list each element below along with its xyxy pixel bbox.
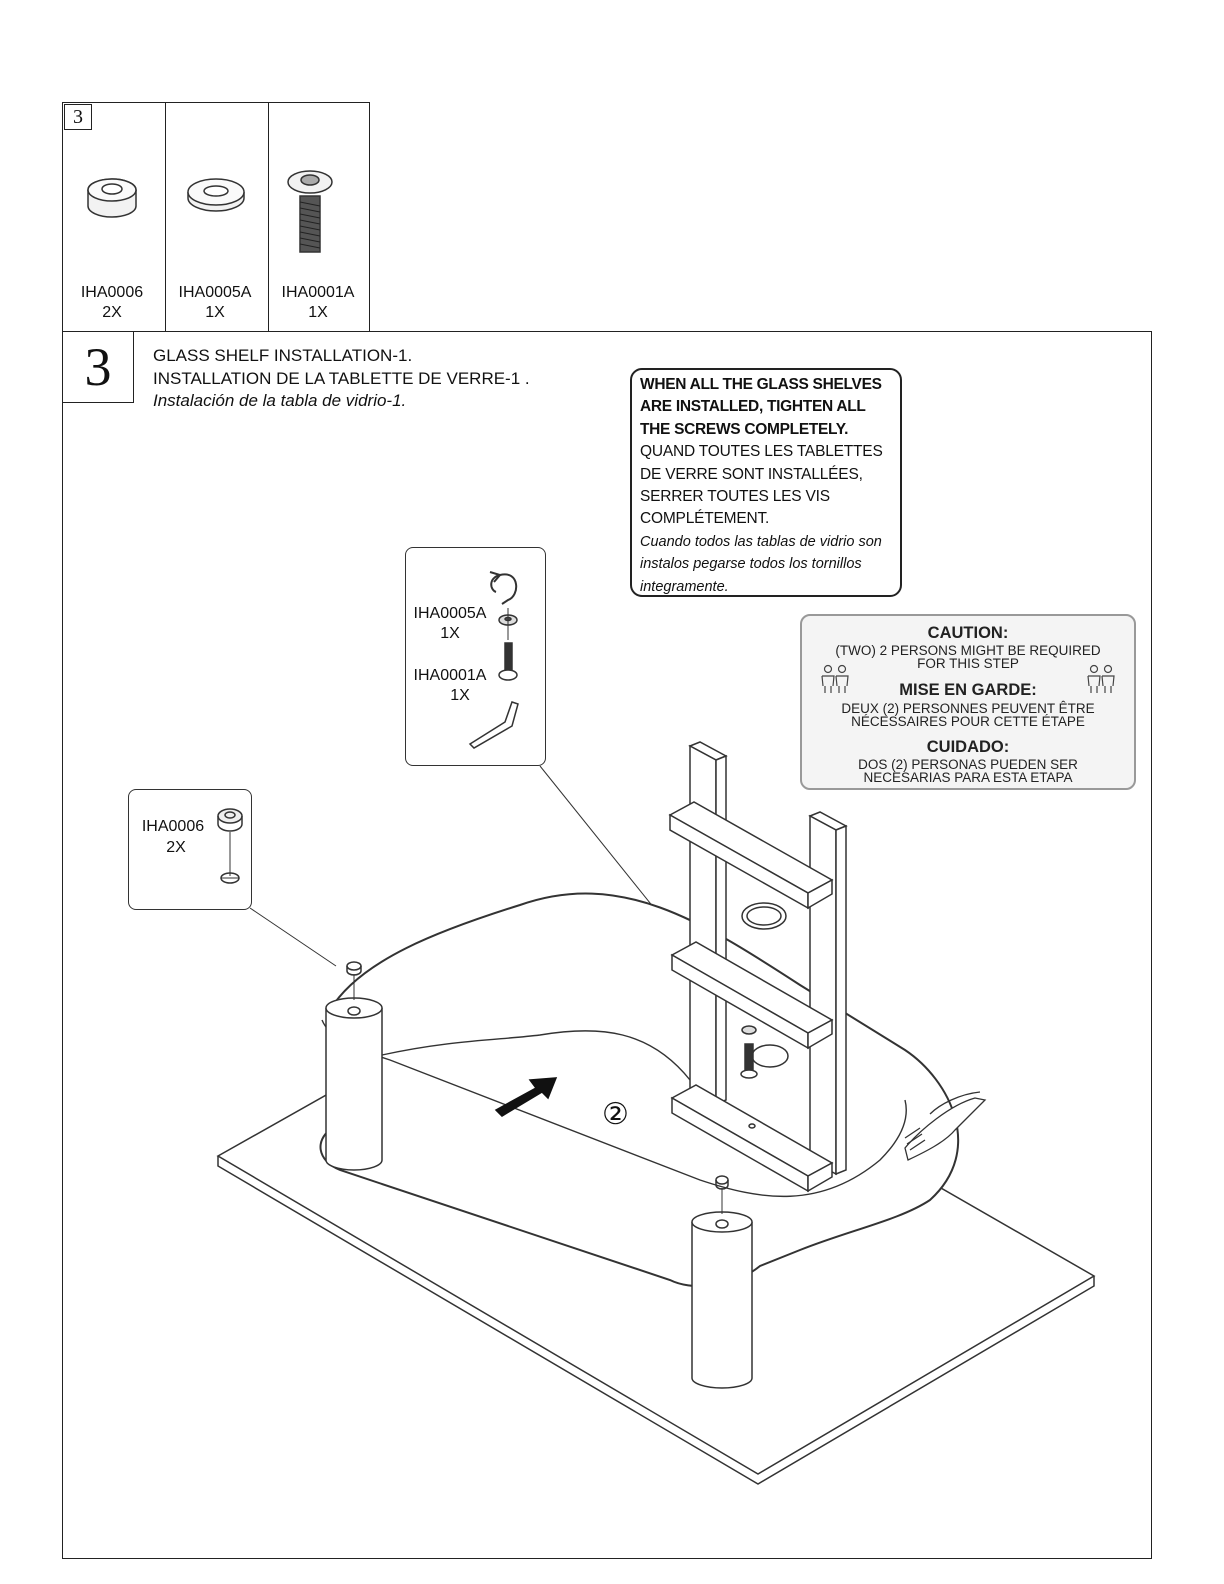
note-fr-line-2: DE VERRE SONT INSTALLÉES,: [640, 465, 863, 483]
left-leg: [325, 997, 383, 1171]
caution-head-es: CUIDADO:: [926, 738, 1010, 756]
glass-shelf-inner-curve: [381, 1030, 691, 1081]
callout-bolt-qty: 1X: [450, 687, 470, 704]
step-title-fr: INSTALLATION DE LA TABLETTE DE VERRE-1 .: [153, 369, 530, 388]
part-code-3: IHA0001A: [281, 284, 355, 301]
hand-icon: [904, 1091, 987, 1161]
callout-spacer-icon: [217, 808, 243, 884]
note-es-line-2: instalos pegarse todos los tornillos: [640, 556, 862, 573]
push-arrow-icon: [494, 1077, 558, 1117]
caution-body-fr-2: NÉCESSAIRES POUR CETTE ÉTAPE: [851, 714, 1085, 729]
step-title-es: Instalación de la tabla de vidrio-1.: [153, 391, 407, 410]
rotate-arrow-icon: [489, 571, 518, 605]
spacer-right: [715, 1175, 729, 1214]
note-fr-line-1: QUAND TOUTES LES TABLETTES: [640, 443, 883, 461]
step-title-en: GLASS SHELF INSTALLATION-1.: [153, 346, 413, 365]
two-persons-icon-right: [1087, 664, 1115, 693]
two-persons-icon: [821, 664, 849, 693]
callout-bolt-icon: [498, 642, 518, 681]
parts-col-2: [166, 103, 269, 331]
part-code-1: IHA0006: [80, 284, 144, 301]
upright-frame: [668, 741, 848, 1193]
callout-spacer-code: IHA0006: [141, 818, 205, 835]
note-en-line-3: THE SCREWS COMPLETELY.: [640, 420, 849, 438]
bolt-icon: [287, 170, 333, 253]
spacer-leader-line: [249, 907, 337, 967]
floor-board-edge: [217, 1156, 1095, 1485]
frame-screw: [740, 1025, 758, 1079]
step-frame: [62, 331, 1152, 1559]
caution-head-en: CAUTION:: [927, 624, 1009, 642]
callout-spacer-qty: 2X: [166, 839, 186, 856]
callout-washer-qty: 1X: [440, 625, 460, 642]
part-code-2: IHA0005A: [178, 284, 252, 301]
caution-body-es-2: NECESARIAS PARA ESTA ETAPA: [863, 770, 1073, 785]
caution-body-en-1: (TWO) 2 PERSONS MIGHT BE REQUIRED: [835, 643, 1101, 658]
caution-head-fr: MISE EN GARDE:: [899, 681, 1037, 699]
note-fr-line-3: SERRER TOUTES LES VIS: [640, 488, 830, 506]
caution-body-es-1: DOS (2) PERSONAS PUEDEN SER: [858, 757, 1078, 772]
caution-body-en-2: FOR THIS STEP: [917, 656, 1019, 671]
part-qty-3: 1X: [308, 304, 328, 321]
note-es-line-1: Cuando todos las tablas de vidrio son: [640, 533, 882, 550]
parts-col-1: [63, 103, 166, 331]
parts-step-number: 3: [64, 104, 92, 130]
part-qty-2: 1X: [205, 304, 225, 321]
part-qty-1: 2X: [102, 304, 122, 321]
caution-body-fr-1: DEUX (2) PERSONNES PEUVENT ÊTRE: [841, 701, 1095, 716]
spacer-left: [346, 961, 362, 1000]
note-en-line-1: WHEN ALL THE GLASS SHELVES: [640, 376, 882, 393]
note-fr-line-4: COMPLÉTEMENT.: [640, 510, 770, 528]
parts-icons: [87, 170, 333, 253]
step-number: 3: [62, 331, 134, 403]
callout-bolt-code: IHA0001A: [413, 667, 487, 684]
note-en-line-2: ARE INSTALLED, TIGHTEN ALL: [640, 398, 866, 416]
washer-icon: [187, 178, 245, 212]
circled-number-2: ②: [602, 1098, 629, 1131]
caution-box: CAUTION: (TWO) 2 PERSONS MIGHT BE REQUIR…: [800, 614, 1136, 790]
tighten-note: WHEN ALL THE GLASS SHELVES ARE INSTALLED…: [630, 368, 902, 597]
hex-key-icon: [468, 701, 519, 749]
callout-washer-code: IHA0005A: [413, 605, 487, 622]
note-es-line-3: integramente.: [640, 578, 729, 595]
spacer-ring-icon: [87, 178, 137, 218]
screw-callout: [405, 547, 546, 766]
right-leg: [691, 1211, 753, 1389]
